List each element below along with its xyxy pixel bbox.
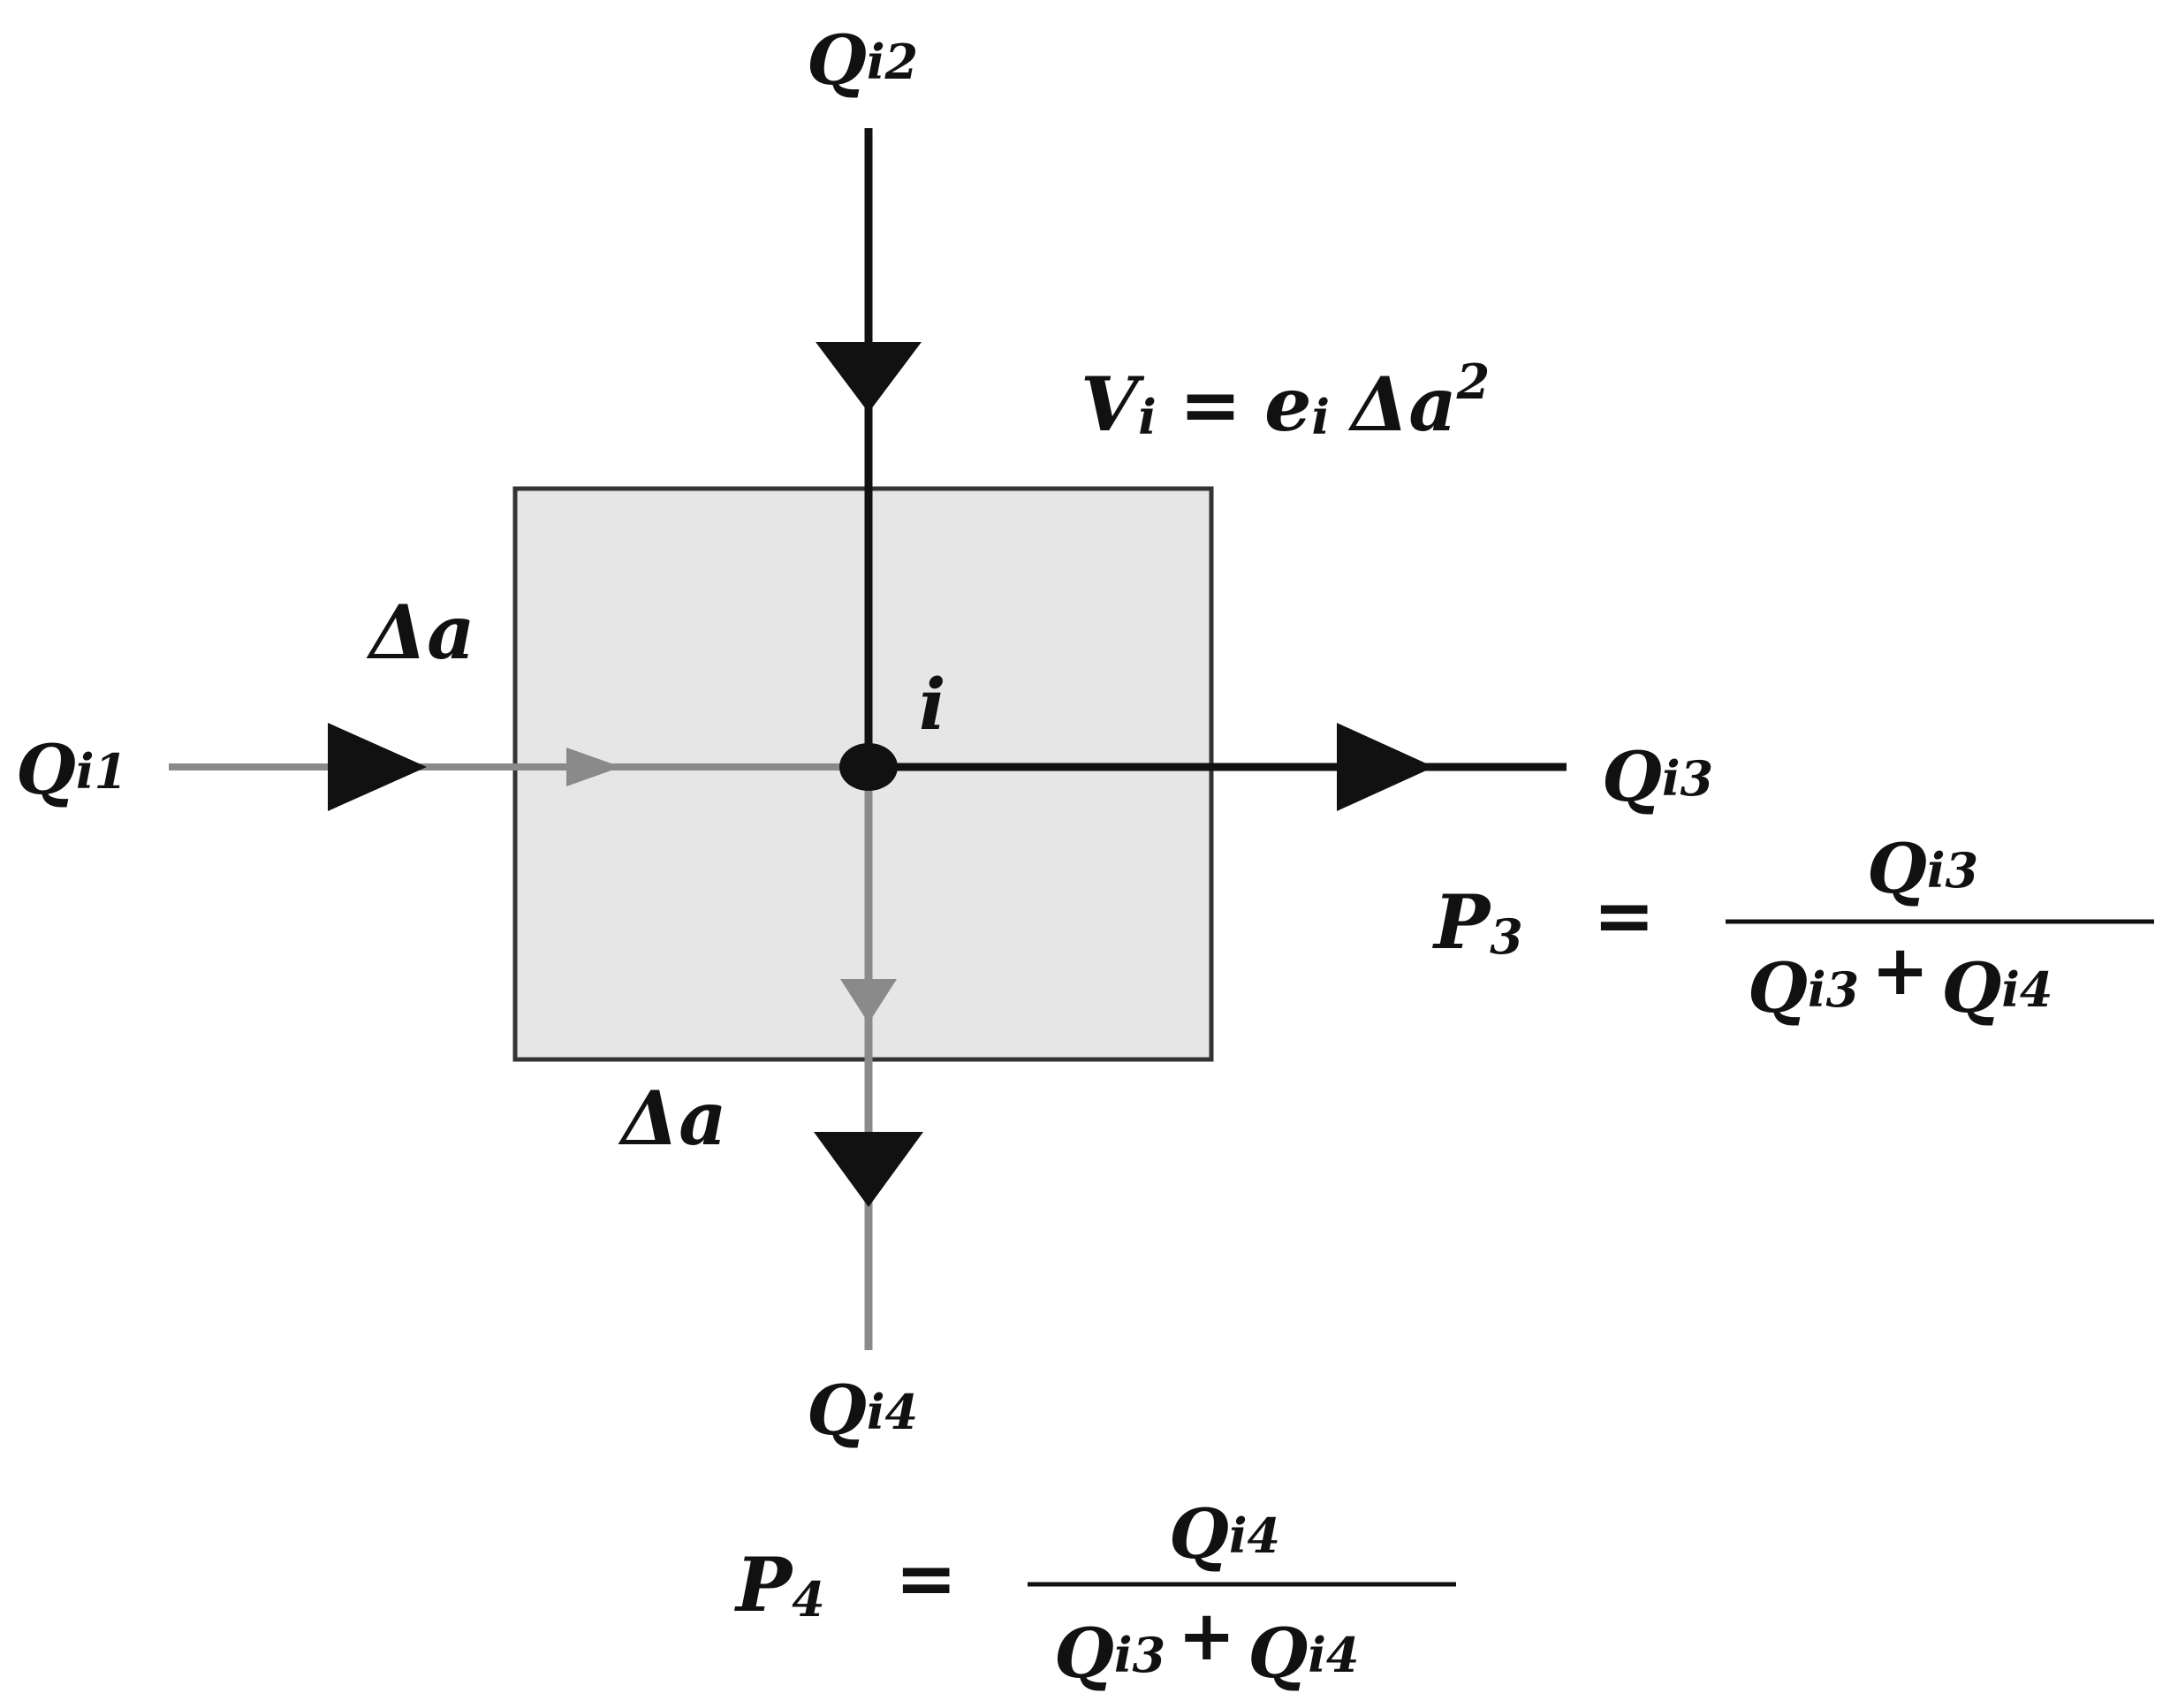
p3-numerator: Qi3 [1867, 829, 1978, 909]
arrow-down-outflow-icon [814, 1132, 923, 1207]
arrow-right-outflow-icon [1337, 723, 1434, 811]
p4-numerator: Qi4 [1169, 1494, 1280, 1575]
equation-p4: P4 = Qi4 Qi3+Qi4 [734, 1494, 1456, 1694]
node-i [839, 743, 898, 791]
label-q-i2: Qi2 [807, 20, 918, 101]
node-label: i [919, 663, 945, 746]
p3-equals: = [1593, 872, 1655, 959]
arrow-right-inner-icon [566, 748, 621, 786]
label-delta-a-bottom: Δa [618, 1074, 727, 1162]
p4-denominator: Qi3+Qi4 [1054, 1597, 1359, 1694]
label-q-i3: Qi3 [1602, 737, 1713, 817]
p4-lhs: P4 [734, 1541, 825, 1628]
p3-lhs: P3 [1432, 878, 1523, 966]
label-q-i1: Qi1 [16, 730, 127, 810]
arrow-down-inner-icon [840, 979, 897, 1023]
equation-p3: P3 = Qi3 Qi3+Qi4 [1432, 829, 2154, 1029]
p4-equals: = [895, 1535, 957, 1621]
p3-denominator: Qi3+Qi4 [1748, 931, 2052, 1029]
arrow-right-left-icon [328, 723, 427, 811]
label-q-i4: Qi4 [807, 1370, 918, 1451]
arrow-down-top-icon [816, 342, 922, 413]
label-delta-a-left: Δa [366, 588, 475, 676]
